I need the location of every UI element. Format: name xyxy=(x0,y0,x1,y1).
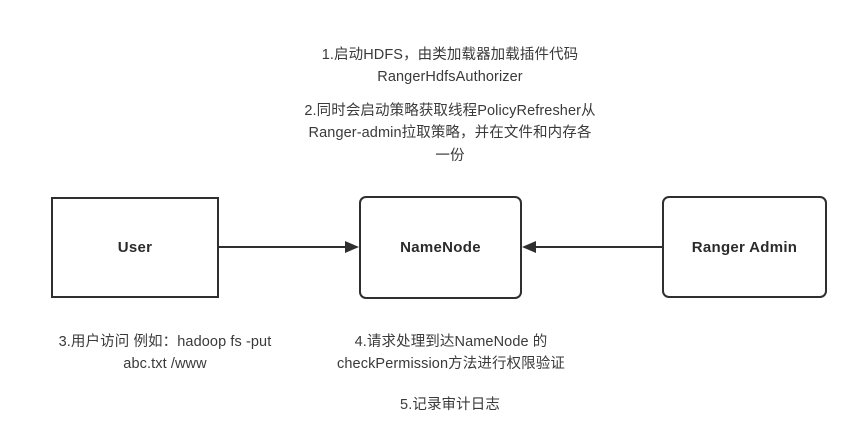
node-ranger-admin: Ranger Admin xyxy=(662,196,827,298)
arrow-left-icon xyxy=(522,241,536,253)
annotation-step-1: 1.启动HDFS，由类加载器加载插件代码 RangerHdfsAuthorize… xyxy=(321,47,579,86)
node-user: User xyxy=(51,197,219,298)
node-namenode-label: NameNode xyxy=(400,239,481,256)
annotation-step-3: 3.用户访问 例如：hadoop fs -put abc.txt /www xyxy=(58,334,272,373)
annotation-step-4: 4.请求处理到达NameNode 的 checkPermission方法进行权限… xyxy=(337,334,565,373)
node-user-label: User xyxy=(117,239,153,256)
edge-user-to-namenode xyxy=(219,246,347,248)
node-namenode: NameNode xyxy=(359,196,522,299)
node-ranger-admin-label: Ranger Admin xyxy=(691,238,798,256)
annotation-step-5: 5.记录审计日志 xyxy=(400,397,500,413)
edge-ranger-admin-to-namenode xyxy=(534,246,662,248)
annotation-step-2: 2.同时会启动策略获取线程PolicyRefresher从 Ranger-adm… xyxy=(304,103,596,164)
arrow-right-icon xyxy=(345,241,359,253)
